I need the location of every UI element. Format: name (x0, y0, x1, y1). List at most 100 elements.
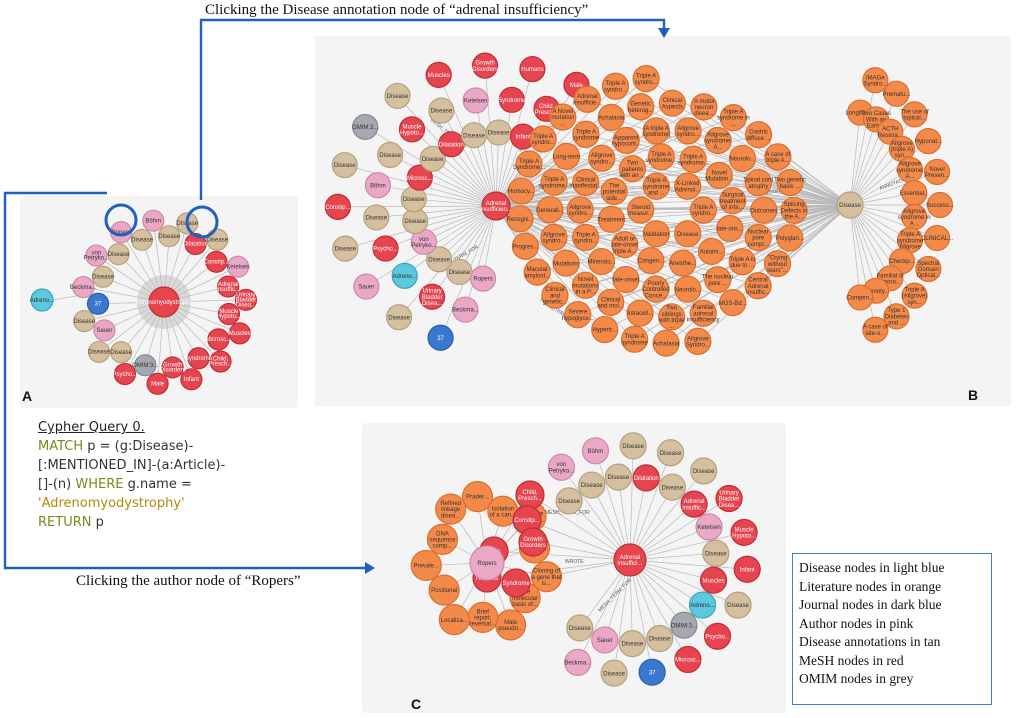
disease-node[interactable]: Adreno... (30, 288, 55, 312)
annotation-node[interactable]: Disease (87, 340, 110, 364)
mesh-node[interactable]: Child,Presch... (515, 480, 545, 510)
mesh-node[interactable]: Psycho... (703, 622, 732, 650)
author-node[interactable]: Ketelsen (226, 255, 250, 278)
author-node[interactable]: Ropers (469, 265, 497, 292)
literature-node[interactable]: late-onset (612, 265, 640, 294)
literature-node[interactable]: Achalasia (652, 329, 680, 357)
mesh-node[interactable]: Syndrome (498, 86, 526, 113)
literature-node[interactable]: Polyglan... (776, 224, 804, 252)
mesh-node[interactable]: Male (146, 372, 169, 395)
annotation-node[interactable]: Disease (446, 258, 473, 286)
annotation-node[interactable]: Disease (485, 119, 512, 146)
annotation-node[interactable]: Disease (460, 122, 488, 149)
mesh-node[interactable]: Psycho... (113, 362, 138, 386)
literature-node[interactable]: Long-term (553, 142, 580, 170)
annotation-node[interactable]: Disease (646, 624, 674, 653)
literature-node[interactable]: Treatment (597, 205, 625, 233)
mesh-node[interactable]: Psycho... (372, 235, 399, 262)
author-node[interactable]: Sauer (591, 626, 619, 654)
literature-node[interactable]: Hypertr... (591, 315, 619, 344)
annotation-node[interactable]: Disease (384, 82, 411, 110)
literature-node[interactable]: Congen... (637, 247, 665, 275)
annotation-node[interactable]: Disease (656, 439, 685, 467)
mesh-node[interactable]: Muscles (699, 566, 728, 594)
author-node[interactable]: Böhm (364, 172, 392, 199)
literature-node[interactable]: CLINICAL... (921, 224, 953, 252)
literature-node[interactable]: late-ons... (716, 214, 744, 243)
literature-node[interactable]: Prevale... (410, 549, 442, 582)
author-node[interactable]: Böhm (581, 437, 610, 465)
literature-node[interactable]: Success... (926, 191, 954, 219)
author-node[interactable]: Beckma... (564, 648, 591, 676)
literature-node[interactable]: Prader... (461, 481, 494, 513)
author-node[interactable]: Beckma... (70, 275, 97, 299)
annotation-node[interactable]: Disease (331, 151, 358, 179)
annotation-node[interactable]: Disease (836, 191, 864, 219)
literature-node[interactable]: Anesthe... (669, 249, 696, 277)
author-node[interactable]: Beckma... (452, 296, 479, 323)
annotation-node[interactable]: Disease (73, 310, 96, 333)
omim-node[interactable]: OMIM:3... (352, 113, 379, 141)
annotation-node[interactable]: Disease (332, 235, 359, 262)
mesh-node[interactable]: Constip... (324, 193, 351, 220)
mesh-node[interactable]: Humans (519, 55, 546, 83)
mesh-node[interactable]: Dilatation (632, 464, 660, 492)
omim-node[interactable]: OMIM:3... (132, 354, 159, 377)
annotation-node[interactable]: Disease (690, 457, 718, 485)
author-node[interactable]: Ketelsen (462, 87, 489, 114)
annotation-node[interactable]: Disease (206, 228, 229, 251)
literature-node[interactable]: Recogni... (506, 205, 534, 233)
annotation-node[interactable]: Disease (428, 97, 455, 124)
literature-node[interactable]: Neurolo... (674, 275, 702, 303)
mesh-node[interactable]: Dilatation (438, 131, 465, 158)
